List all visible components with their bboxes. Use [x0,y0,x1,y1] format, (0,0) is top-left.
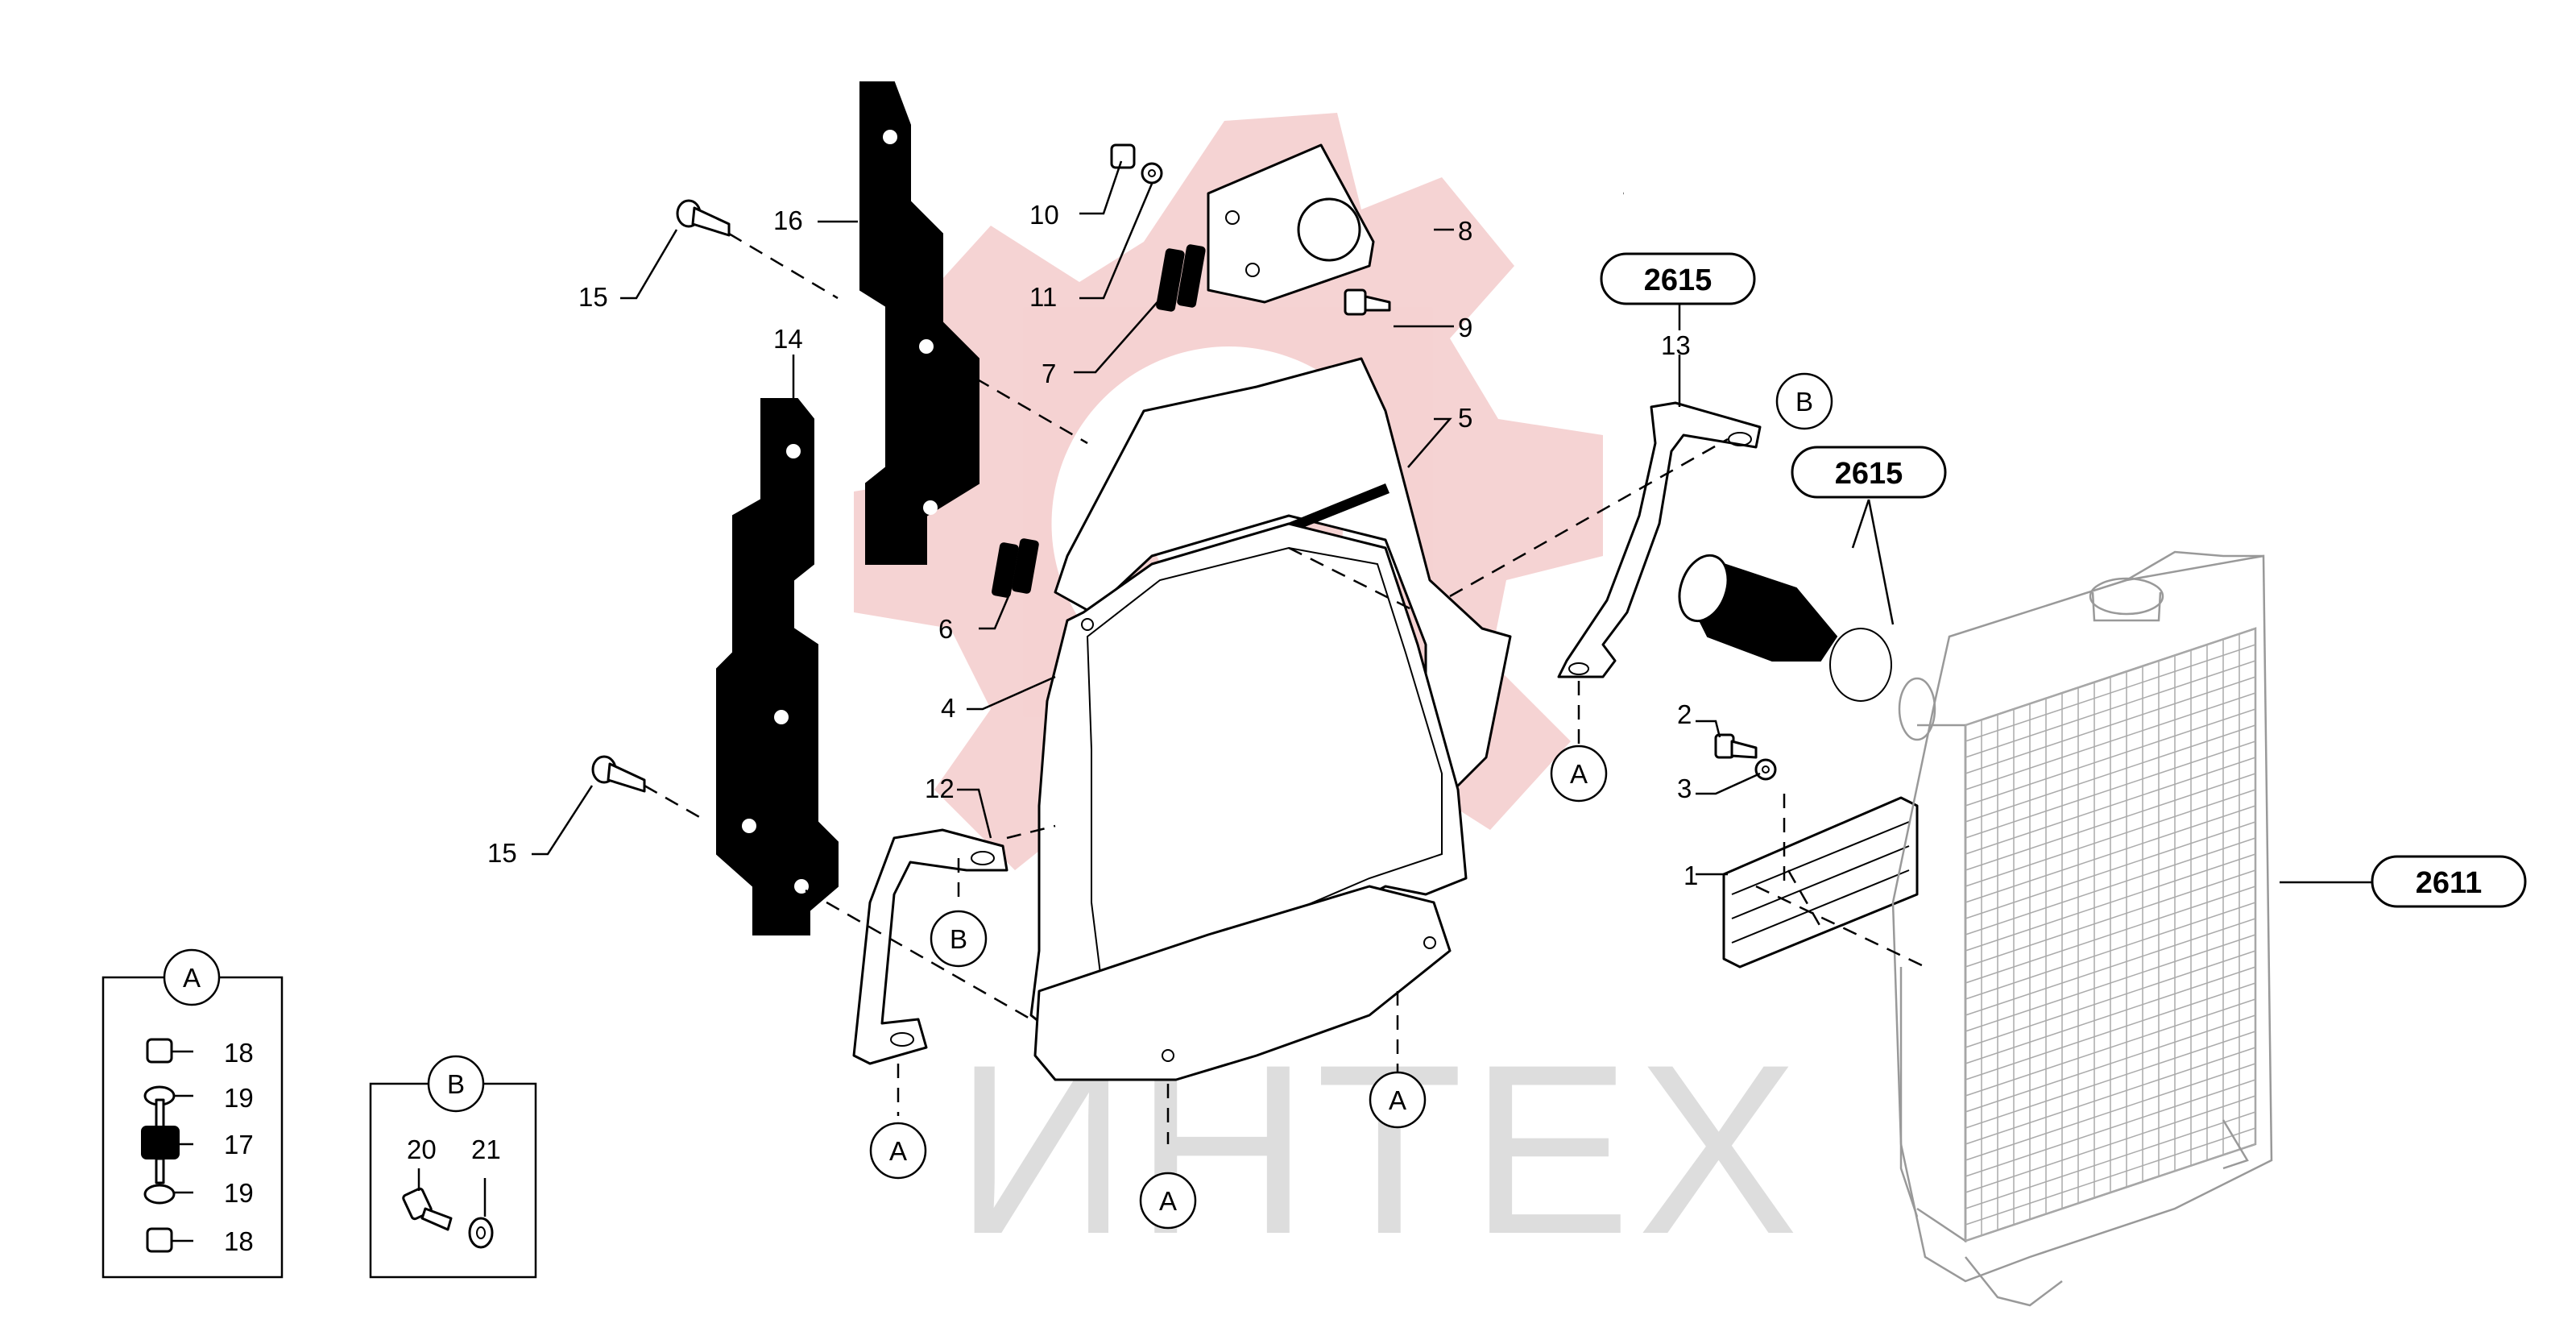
callout-a-right: A [1550,745,1608,803]
label-1: 1 [1684,861,1698,890]
detail-b-washer [468,1217,494,1249]
label-17: 17 [224,1130,254,1159]
svg-text:A: A [1159,1186,1177,1216]
part-5-shroud-upper [1054,357,1512,787]
label-11: 11 [1029,282,1057,312]
label-15-upper: 15 [578,282,608,312]
part-15-bolt-upper [676,199,731,237]
label-12: 12 [925,774,955,803]
svg-text:B: B [950,924,967,954]
callout-a-stay12: A [869,1122,927,1180]
label-19-bottom: 19 [224,1178,254,1208]
part-2-bolt [1714,733,1758,759]
svg-text:2611: 2611 [2416,866,2482,900]
group-ref-2615-lower: 2615 [1791,446,1947,499]
part-4-shroud-opening [1086,546,1443,1001]
svg-text:A: A [889,1136,907,1166]
svg-text:B: B [1795,387,1813,417]
svg-text:2615: 2615 [1835,457,1903,491]
detail-box-b: B [369,1055,537,1279]
part-9-bolt [1344,288,1391,316]
label-13: 13 [1661,330,1691,360]
label-8: 8 [1458,216,1472,246]
detail-a-nut-top [146,1038,173,1064]
part-6-clip [992,538,1039,598]
label-16: 16 [773,205,803,235]
svg-text:2615: 2615 [1644,263,1713,297]
label-14: 14 [773,324,803,354]
label-20: 20 [407,1135,437,1164]
detail-b-bolt [402,1187,453,1231]
part-16-bracket [859,81,979,565]
group-ref-2615-upper: 2615 [1600,252,1756,305]
label-5: 5 [1458,403,1472,433]
label-18-bottom: 18 [224,1226,254,1256]
part-11-washer [1141,162,1163,185]
radiator-2611 [1891,550,2273,1307]
leader-lines [171,160,2372,1242]
callout-a-bottom: A [1139,1172,1197,1230]
label-9: 9 [1458,313,1472,342]
detail-a-washer-bottom [143,1184,176,1205]
callout-a-plate: A [1369,1071,1427,1129]
part-13-stay [1557,401,1762,678]
callout-b-upper: B [1775,372,1833,430]
label-7: 7 [1042,359,1056,388]
part-12-stay [852,828,1008,1065]
part-labels: 1 2 3 4 5 6 7 8 9 10 11 12 13 14 15 15 1… [224,200,1698,1256]
part-10-nut [1110,143,1136,169]
svg-text:A: A [1570,759,1588,789]
hose-clamp [1829,628,1892,702]
label-18-top: 18 [224,1038,254,1068]
label-2: 2 [1677,699,1692,729]
callout-b-left: B [930,910,988,968]
part-4-lower-plate [1033,885,1452,1081]
label-10: 10 [1029,200,1059,230]
label-6: 6 [938,614,953,644]
label-15-lower: 15 [487,838,517,868]
part-15-bolt-lower [591,755,646,793]
assembly-dash-lines [644,232,1926,1144]
label-3: 3 [1677,774,1692,803]
detail-a-mount [141,1098,180,1184]
part-3-washer [1754,758,1777,781]
part-14-bracket [716,398,839,935]
label-21: 21 [471,1135,501,1164]
detail-a-nut-bottom [146,1227,173,1253]
svg-text:A: A [1389,1085,1406,1115]
group-ref-2611: 2611 [2371,855,2527,908]
label-4: 4 [941,693,955,723]
part-1-oil-cooler [1722,796,1919,969]
part-8-bracket [1207,143,1375,304]
label-19-top: 19 [224,1083,254,1113]
svg-text:A: A [183,963,201,993]
detail-box-a: A [101,948,284,1279]
svg-text:B: B [447,1069,465,1099]
